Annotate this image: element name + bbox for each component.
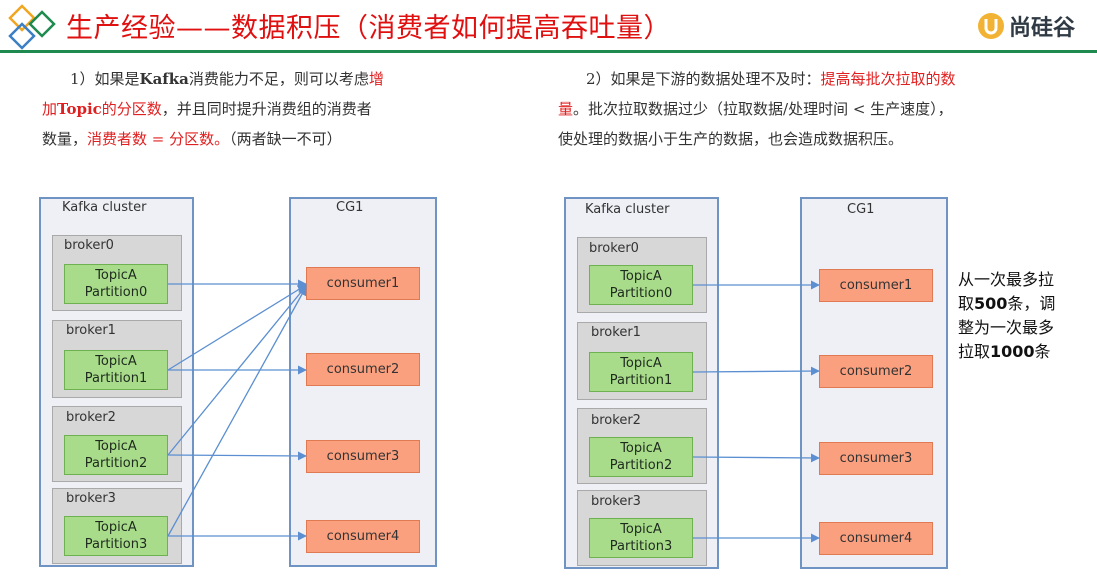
consumer-2: consumer2 [306, 353, 420, 386]
topic-label: TopicA [95, 354, 137, 369]
consumer-label: consumer4 [326, 529, 400, 544]
note-text: 条，调 [1007, 294, 1056, 313]
page-title: 生产经验——数据积压（消费者如何提高吞吐量） [66, 13, 671, 44]
p2-text: 2）如果是下游的数据处理不及时： [586, 70, 821, 88]
p1-text: 数量， [42, 130, 88, 148]
partition-label: Partition2 [609, 458, 673, 473]
topic-label: TopicA [620, 522, 662, 537]
p1-kafka: Kafka [139, 70, 189, 88]
kafka-cluster-label: Kafka cluster [585, 202, 670, 217]
title-bar: 生产经验——数据积压（消费者如何提高吞吐量） 尚硅谷 [0, 0, 1097, 53]
title-divider [0, 50, 1097, 53]
partition-3: TopicA Partition3 [64, 516, 168, 556]
partition-label: Partition0 [609, 286, 673, 301]
consumer-label: consumer3 [326, 449, 400, 464]
note-number: 500 [974, 294, 1008, 313]
consumer-3: consumer3 [306, 440, 420, 473]
consumer-4: consumer4 [306, 520, 420, 553]
p1-text: ，并且同时提升消费组的消费者 [161, 100, 372, 118]
kafka-cluster-label: Kafka cluster [62, 200, 147, 215]
logo-text: 尚硅谷 [1008, 16, 1075, 41]
broker-label: broker2 [66, 410, 116, 425]
consumer-3: consumer3 [819, 442, 933, 475]
note-text: 从一次最多拉 [958, 270, 1055, 289]
p2-highlight: 提高每批次拉取的数 [820, 70, 956, 88]
partition-label: Partition3 [609, 539, 673, 554]
partition-1: TopicA Partition1 [589, 352, 693, 392]
partition-label: Partition3 [84, 537, 148, 552]
consumer-label: consumer4 [839, 531, 913, 546]
p1-text: 消费能力不足，则可以考虑 [188, 70, 369, 88]
p1-text: （两者缺一不可） [229, 130, 342, 148]
cg-label: CG1 [336, 200, 364, 215]
partition-2: TopicA Partition2 [589, 437, 693, 477]
consumer-2: consumer2 [819, 355, 933, 388]
cg-label: CG1 [847, 202, 875, 217]
consumer-1: consumer1 [819, 269, 933, 302]
p1-topic: Topic [57, 100, 102, 118]
broker-label: broker3 [66, 491, 116, 506]
paragraph-1: 1）如果是Kafka消费能力不足，则可以考虑增 加Topic的分区数，并且同时提… [42, 64, 462, 154]
note-text: 条 [1034, 342, 1051, 361]
partition-label: Partition0 [84, 285, 148, 300]
partition-label: Partition1 [84, 371, 148, 386]
batch-note: 从一次最多拉 取500条，调 整为一次最多 拉取1000条 [958, 268, 1055, 364]
topic-label: TopicA [95, 439, 137, 454]
brand-logo: 尚硅谷 [977, 10, 1075, 42]
p2-text: 使处理的数据小于生产的数据，也会造成数据积压。 [558, 130, 904, 148]
topic-label: TopicA [620, 269, 662, 284]
diamond-logo-icon [8, 4, 56, 50]
consumer-1: consumer1 [306, 267, 420, 300]
topic-label: TopicA [95, 520, 137, 535]
partition-0: TopicA Partition0 [64, 264, 168, 304]
partition-0: TopicA Partition0 [589, 265, 693, 305]
topic-label: TopicA [620, 356, 662, 371]
p2-text: 。批次拉取数据过少（拉取数据/处理时间 < 生产速度）， [573, 100, 953, 118]
partition-label: Partition1 [609, 373, 673, 388]
p1-text: 1）如果是 [70, 70, 140, 88]
p2-highlight: 量 [558, 100, 574, 118]
broker-label: broker0 [64, 238, 114, 253]
partition-3: TopicA Partition3 [589, 518, 693, 558]
broker-label: broker1 [66, 323, 116, 338]
note-text: 拉取 [958, 342, 991, 361]
partition-label: Partition2 [84, 456, 148, 471]
note-number: 1000 [990, 342, 1035, 361]
u-logo-icon [977, 13, 1004, 39]
p1-highlight: 消费者数 = 分区数。 [87, 130, 230, 148]
broker-label: broker2 [591, 413, 641, 428]
note-text: 整为一次最多 [958, 318, 1055, 337]
p1-highlight: 加 [42, 100, 58, 118]
consumer-4: consumer4 [819, 522, 933, 555]
topic-label: TopicA [95, 268, 137, 283]
broker-label: broker3 [591, 494, 641, 509]
broker-label: broker0 [589, 241, 639, 256]
p1-highlight: 增 [368, 70, 384, 88]
consumer-label: consumer1 [326, 276, 400, 291]
partition-2: TopicA Partition2 [64, 435, 168, 475]
consumer-label: consumer2 [326, 362, 400, 377]
note-text: 取 [958, 294, 975, 313]
consumer-label: consumer1 [839, 278, 913, 293]
topic-label: TopicA [620, 441, 662, 456]
broker-label: broker1 [591, 325, 641, 340]
paragraph-2: 2）如果是下游的数据处理不及时：提高每批次拉取的数 量。批次拉取数据过少（拉取数… [558, 64, 1078, 154]
p1-highlight: 的分区数 [101, 100, 162, 118]
consumer-label: consumer3 [839, 451, 913, 466]
partition-1: TopicA Partition1 [64, 350, 168, 390]
consumer-label: consumer2 [839, 364, 913, 379]
